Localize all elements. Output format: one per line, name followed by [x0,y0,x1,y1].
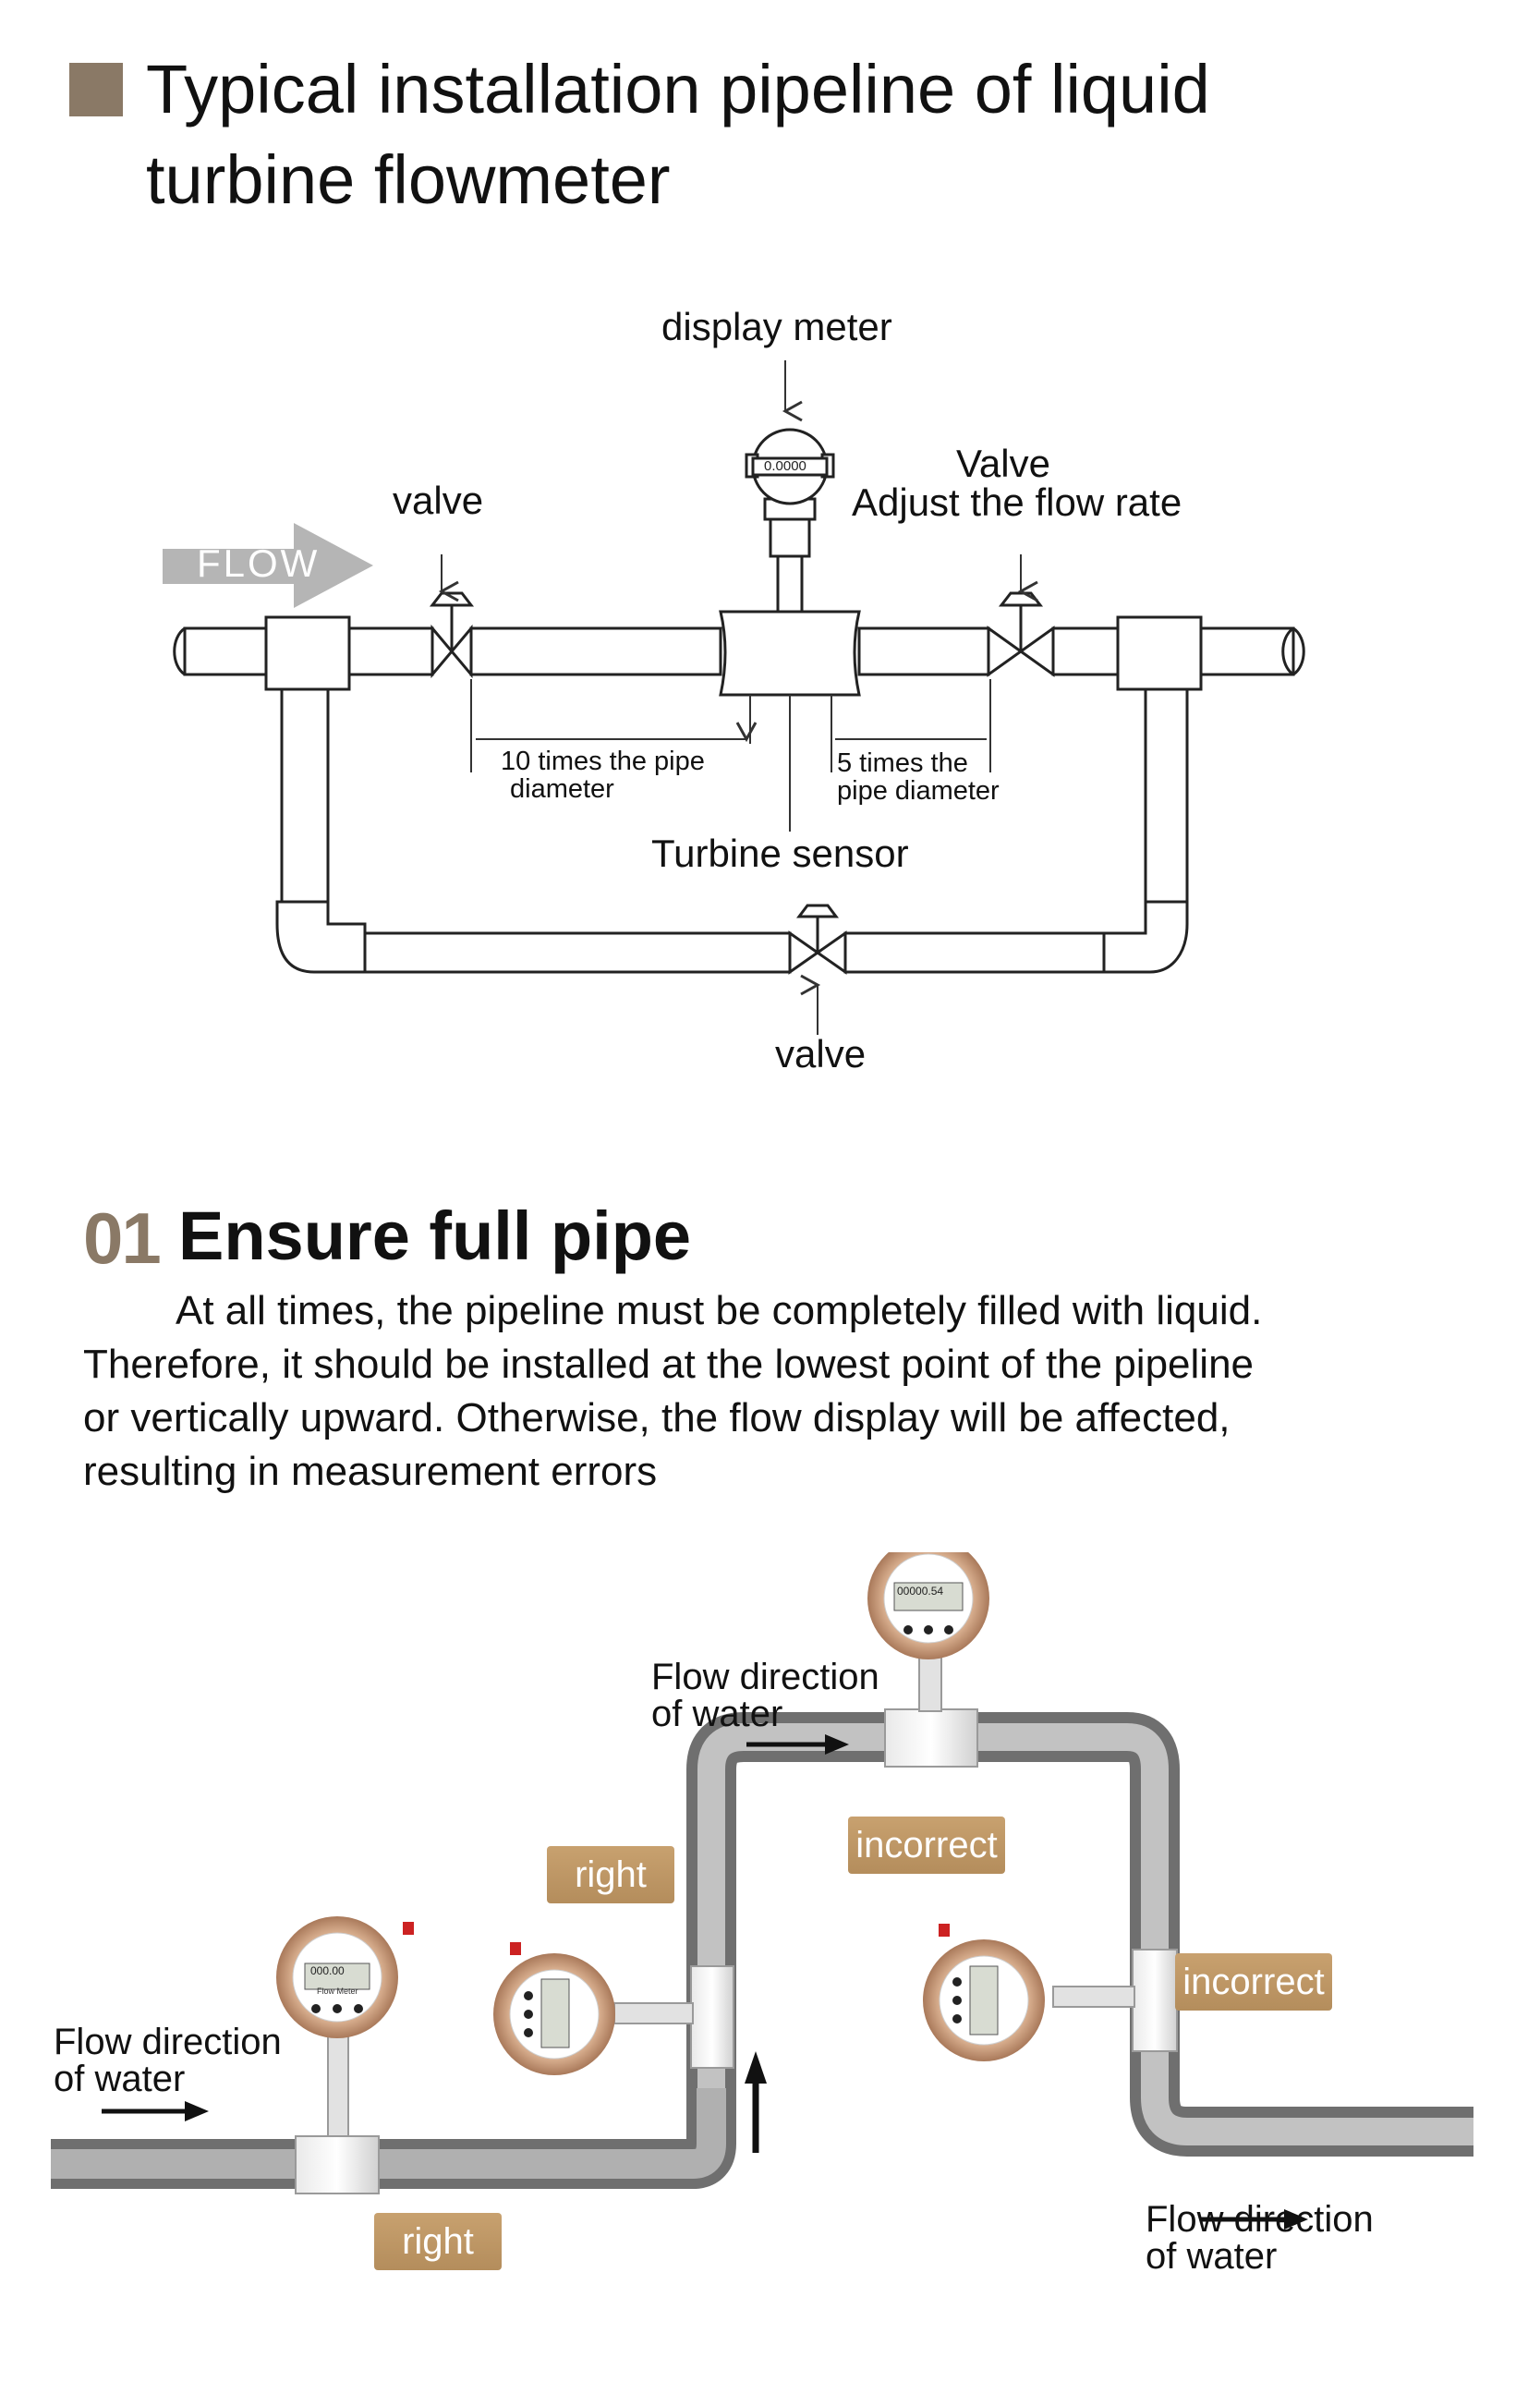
flow-arrow-right-icon [1201,2209,1308,2230]
page-title-line2: turbine flowmeter [146,141,671,218]
orientation-diagram [51,1552,1473,2230]
display-meter-label: display meter [661,305,892,348]
valve-right-note: Adjust the flow rate [852,480,1182,524]
badge-right-lower: right [374,2213,502,2270]
section-heading: Ensure full pipe [178,1197,692,1274]
badge-incorrect-side: incorrect [1175,1953,1332,2011]
flow-arrow-left-icon [102,2101,209,2121]
meter-reading: 0.0000 [764,458,806,474]
meter-head-left-side [493,1942,615,2075]
turbine-sensor-label: Turbine sensor [651,832,909,875]
downstream-distance-line1: 5 times the [837,748,968,778]
pipe-schematic [163,428,1305,975]
flow-direction-top-line2: of water [651,1694,783,1734]
installation-diagram [163,360,1305,1035]
flow-arrow-text: FLOW [197,541,321,585]
badge-right-upper: right [547,1846,674,1903]
paragraph-line: At all times, the pipeline must be compl… [176,1288,1263,1333]
meter-reading-primary: 000.00 [310,1964,345,1977]
upstream-distance-line1: 10 times the pipe [501,747,705,776]
paragraph-line: or vertically upward. Otherwise, the flo… [83,1395,1231,1440]
flow-direction-right-line2: of water [1146,2236,1278,2277]
meter-brand-text: Flow Meter [317,1987,358,1996]
flow-direction-right: Flow direction of water [1146,2201,1374,2275]
flow-arrow-up-icon [745,2051,767,2153]
page-title-line1: Typical installation pipeline of liquid [146,51,1210,128]
sensor-sleeve-left-vertical [690,1965,734,2069]
paragraph-line: Therefore, it should be installed at the… [83,1342,1255,1387]
section-number: 01 [83,1197,162,1279]
upstream-distance-line2: diameter [510,774,614,804]
downstream-distance-line2: pipe diameter [837,776,1000,806]
flow-direction-left: Flow direction of water [54,2023,282,2097]
meter-head-top [867,1552,989,1659]
sensor-sleeve-bottom [295,2135,380,2194]
section-paragraph: At all times, the pipeline must be compl… [83,1284,1404,1499]
meter-reading-secondary: 00000.54 [897,1585,944,1598]
page-title: Typical installation pipeline of liquid … [146,44,1347,225]
turbine-sensor-icon [719,610,861,697]
flow-direction-top-line1: Flow direction [651,1657,879,1697]
meter-head-right-side [923,1924,1045,2061]
flow-direction-top: Flow direction of water [651,1659,879,1732]
valve-bottom-label: valve [775,1032,867,1075]
valve-right-title: Valve [956,442,1050,485]
flow-direction-left-line1: Flow direction [54,2022,282,2062]
flow-direction-left-line2: of water [54,2059,186,2099]
paragraph-line: resulting in measurement errors [83,1449,658,1494]
meter-head-bottom [276,1916,414,2038]
pipe-network [51,1712,1473,2189]
sensor-sleeve-top [884,1708,978,1768]
title-marker [69,63,123,116]
valve-left-label: valve [393,479,484,522]
badge-incorrect-top: incorrect [848,1817,1005,1874]
flow-arrow-icon [163,523,373,608]
sensor-sleeve-right-vertical [1132,1949,1178,2052]
flow-arrow-top-icon [746,1734,849,1755]
flow-direction-right-line1: Flow direction [1146,2199,1374,2240]
